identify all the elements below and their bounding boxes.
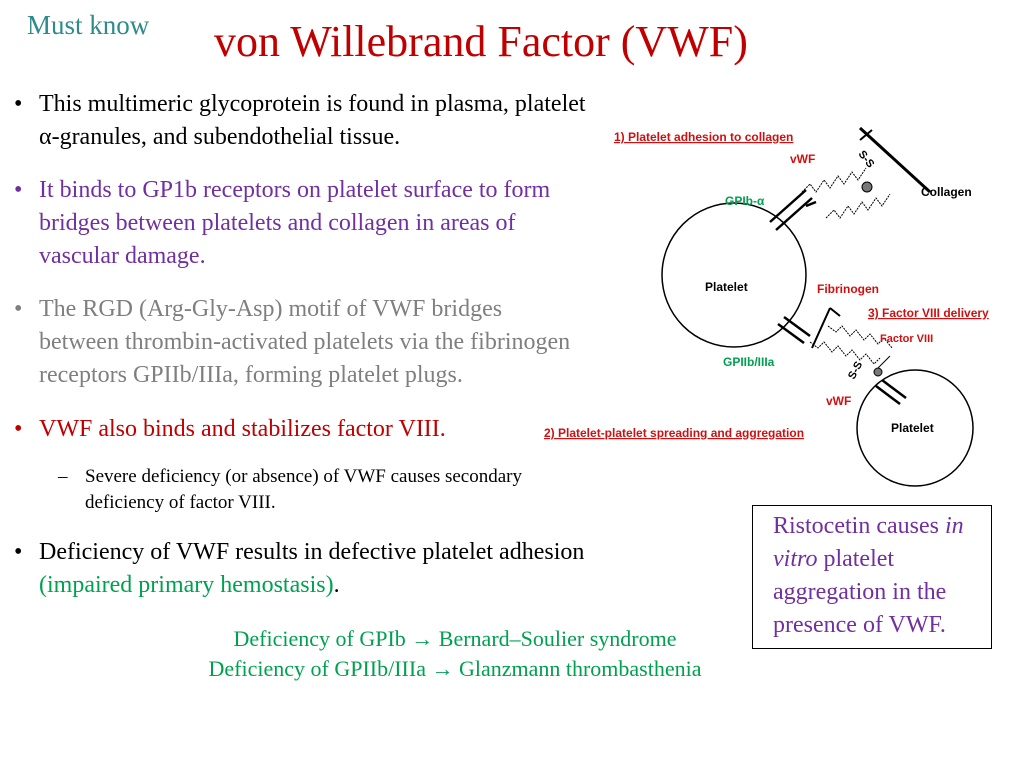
sub-bullet-dash: – [58,466,68,487]
footer-notes: Deficiency of GPIb → Bernard–Soulier syn… [130,624,780,684]
ristocetin-box: Ristocetin causes in vitro platelet aggr… [752,505,992,649]
fibrinogen-line [811,307,831,349]
bullet-line: bridges between platelets and collagen i… [39,210,516,236]
step3-label: 3) Factor VIII delivery [868,306,989,320]
bullet-dot: • [14,416,23,442]
vwf-top-label: vWF [790,152,815,166]
platelet-2-circle [856,369,974,487]
green-text: (impaired primary hemostasis) [39,572,334,598]
footer-line: Deficiency of GPIb → Bernard–Soulier syn… [233,626,677,651]
sub-bullet-line: deficiency of factor VIII. [85,492,276,513]
bullet-dot: • [14,177,23,203]
collagen-tick [859,129,873,141]
ss-bond-bottom: S-S [846,360,865,382]
bullet-item: • VWF also binds and stabilizes factor V… [14,413,446,446]
ristocetin-line: Ristocetin causes in [773,510,991,543]
bullet-line: between thrombin-activated platelets via… [39,329,571,355]
bullet-line: It binds to GP1b receptors on platelet s… [39,177,551,203]
gpib-receptor [769,189,807,223]
bullet-line: (impaired primary hemostasis). [39,569,584,602]
platelet-1-circle [661,202,807,348]
ristocetin-italic: in [944,513,964,539]
ristocetin-line: aggregation in the [773,579,947,605]
gpiib-receptor [777,322,805,345]
vwf-diagram: 1) Platelet adhesion to collagen 2) Plat… [544,126,989,487]
bullet-line: receptors GPIIb/IIIa, forming platelet p… [39,362,463,388]
gpiib-receptor [783,315,811,338]
sub-bullet: – Severe deficiency (or absence) of VWF … [58,464,522,516]
ristocetin-text: platelet [817,546,895,572]
platelet-1-label: Platelet [705,280,748,294]
factor-viii-label: Factor VIII [880,333,933,345]
step1-label: 1) Platelet adhesion to collagen [614,130,793,144]
factor-viii-pointer [877,355,891,369]
bullet-item: • This multimeric glycoprotein is found … [14,88,586,154]
sub-bullet-line: Severe deficiency (or absence) of VWF ca… [85,466,522,487]
trailing-period: . [333,572,340,598]
vwf-bottom-label: vWF [826,394,851,408]
bullet-line: This multimeric glycoprotein is found in… [39,91,586,117]
gpib-receptor [775,197,813,231]
gpiib-receptor [881,379,907,399]
ristocetin-line: vitro platelet [773,543,991,576]
bullet-dot: • [14,296,23,322]
collagen-binding-knob [861,181,873,193]
collagen-label: Collagen [921,185,972,199]
bullet-item: • Deficiency of VWF results in defective… [14,536,584,602]
step2-label: 2) Platelet-platelet spreading and aggre… [544,426,804,440]
vwf-strand [827,325,893,349]
fibrinogen-line [829,307,841,317]
must-know-tag: Must know [27,10,150,40]
vwf-stub [805,200,817,208]
gpiib-receptor [875,385,901,405]
bullet-line: α-granules, and subendothelial tissue. [39,124,401,150]
ss-bond-top: S-S [856,148,877,170]
bullet-dot: • [14,539,23,565]
footer-line: Deficiency of GPIIb/IIIa → Glanzmann thr… [208,656,702,681]
bullet-line: VWF also binds and stabilizes factor VII… [39,416,446,442]
bullet-dot: • [14,91,23,117]
fibrinogen-label: Fibrinogen [817,282,879,296]
collagen-surface [858,126,932,194]
gpiib-iiia-label: GPIIb/IIIa [723,355,775,369]
bullet-item: • The RGD (Arg-Gly-Asp) motif of VWF bri… [14,293,570,392]
ristocetin-text: Ristocetin causes [773,513,945,539]
bullet-line: vascular damage. [39,243,206,269]
vwf-strand [801,167,867,193]
bullet-item: • It binds to GP1b receptors on platelet… [14,174,550,273]
platelet-2-label: Platelet [891,421,934,435]
ristocetin-italic: vitro [773,546,818,572]
vwf-strand [809,341,881,365]
slide-title: von Willebrand Factor (VWF) [214,17,748,66]
bullet-line: Deficiency of VWF results in defective p… [39,539,585,565]
gpib-alpha-label: GPIb-α [725,194,765,208]
vwf-strand [825,193,891,219]
ristocetin-line: presence of VWF. [773,612,946,638]
bullet-line: The RGD (Arg-Gly-Asp) motif of VWF bridg… [39,296,503,322]
factor-viii-knob [873,367,883,377]
